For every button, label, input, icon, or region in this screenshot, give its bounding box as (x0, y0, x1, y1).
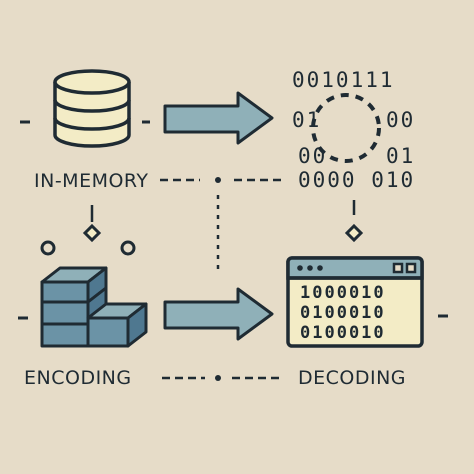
encoding-label: ENCODING (24, 367, 132, 389)
arrow-right-icon (163, 91, 274, 145)
binary-row-4: 0000 010 (298, 168, 416, 192)
binary-row-2-right: 00 (386, 108, 416, 132)
window-bits-row: 0100010 (300, 303, 386, 323)
window-dots (297, 265, 323, 271)
connector-dot (215, 375, 221, 381)
database-icon (53, 69, 131, 148)
window-bits-row: 0100010 (300, 323, 386, 343)
binary-row-2-left: 01 (292, 108, 322, 132)
binary-cloud-icon (311, 93, 381, 163)
in-memory-connectors (90, 178, 356, 270)
arrow-right-icon (163, 287, 274, 341)
decoding-label: DECODING (298, 367, 407, 389)
binary-row-3-left: 00 (298, 144, 328, 168)
diamond-icon (82, 223, 102, 243)
binary-row-3-right: 01 (386, 144, 416, 168)
data-window-icon (286, 256, 424, 348)
diamond-icon (344, 223, 364, 243)
window-bits-row: 1000010 (300, 283, 386, 303)
connector-dot (215, 177, 221, 183)
binary-row-1: 0010111 (292, 68, 395, 92)
circle-icon (120, 240, 136, 256)
window-buttons (392, 262, 417, 274)
stacked-blocks-icon (40, 266, 148, 348)
circle-icon (40, 240, 56, 256)
in-memory-label: IN-MEMORY (34, 170, 149, 192)
